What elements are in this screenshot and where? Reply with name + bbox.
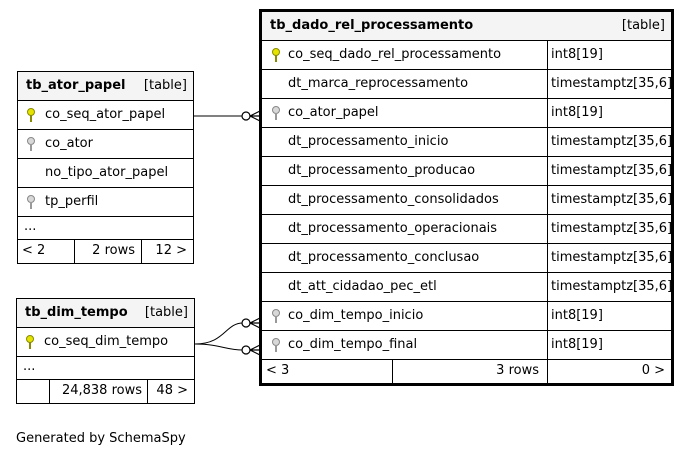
column-type: int8[19] <box>551 105 603 120</box>
foreign-key-icon <box>272 106 280 122</box>
child-count-link[interactable]: 12 > <box>155 243 187 258</box>
column-name: dt_processamento_consolidados <box>288 192 499 207</box>
column-name: co_seq_dim_tempo <box>44 334 169 349</box>
column-type: timestamptz[35,6] <box>551 250 673 265</box>
column-type: int8[19] <box>551 337 603 352</box>
column-row[interactable]: co_seq_dim_tempo <box>17 328 194 357</box>
column-row[interactable]: dt_processamento_consolidados timestamptz… <box>262 186 673 215</box>
relation-dim-tempo-inicio-crowfoot <box>249 317 261 329</box>
column-name: co_dim_tempo_final <box>288 337 418 352</box>
table-footer: < 2 2 rows 12 > <box>18 240 193 263</box>
table-tb-ator-papel[interactable]: tb_ator_papel [table] co_seq_ator_papel … <box>17 71 194 264</box>
table-footer: < 3 3 rows 0 > <box>262 360 671 383</box>
table-kind: [table] <box>621 18 665 33</box>
column-name: co_seq_dado_rel_processamento <box>288 47 502 62</box>
column-type: timestamptz[35,6] <box>551 134 673 149</box>
table-kind: [table] <box>144 305 188 320</box>
column-name: dt_processamento_inicio <box>288 134 449 149</box>
relation-ator-papel-crowfoot <box>249 110 261 122</box>
generated-by-caption: Generated by SchemaSpy <box>16 431 186 446</box>
column-name: dt_processamento_conclusao <box>288 250 480 265</box>
table-header: tb_dado_rel_processamento [table] <box>262 12 671 41</box>
primary-key-icon <box>272 48 280 64</box>
column-type: timestamptz[35,6] <box>551 76 673 91</box>
foreign-key-icon <box>27 137 35 153</box>
relation-dim-tempo-inicio-line <box>194 322 244 345</box>
child-count-link[interactable]: 48 > <box>156 383 188 398</box>
primary-key-icon <box>26 335 34 351</box>
table-footer: 24,838 rows 48 > <box>17 380 194 403</box>
column-row[interactable]: co_seq_ator_papel <box>18 101 193 130</box>
table-name[interactable]: tb_dado_rel_processamento <box>270 18 474 33</box>
column-row[interactable]: dt_processamento_conclusao timestamptz[35… <box>262 244 673 273</box>
parent-count-link[interactable]: < 2 <box>22 243 46 258</box>
column-row[interactable]: dt_marca_reprocessamento timestamptz[35,6… <box>262 70 673 99</box>
table-name[interactable]: tb_ator_papel <box>26 78 126 93</box>
foreign-key-icon <box>272 309 280 325</box>
relation-ator-papel-optional-marker <box>241 111 251 121</box>
table-tb-dim-tempo[interactable]: tb_dim_tempo [table] co_seq_dim_tempo ..… <box>16 298 195 404</box>
relation-dim-tempo-final-line <box>194 343 244 351</box>
column-row[interactable]: dt_att_cidadao_pec_etl timestamptz[35,6] <box>262 273 673 302</box>
column-name: co_dim_tempo_inicio <box>288 308 424 323</box>
column-row[interactable]: no_tipo_ator_papel <box>18 159 193 188</box>
more-columns: ... <box>18 217 193 240</box>
foreign-key-icon <box>272 338 280 354</box>
column-row[interactable]: dt_processamento_inicio timestamptz[35,6] <box>262 128 673 157</box>
table-tb-dado-rel-processamento[interactable]: tb_dado_rel_processamento [table] co_seq… <box>259 9 674 386</box>
table-header: tb_ator_papel [table] <box>18 72 193 101</box>
relation-dim-tempo-final-optional-marker <box>241 345 251 355</box>
column-row[interactable]: dt_processamento_operacionais timestamptz… <box>262 215 673 244</box>
column-row[interactable]: tp_perfil <box>18 188 193 217</box>
column-type: timestamptz[35,6] <box>551 279 673 294</box>
column-type: int8[19] <box>551 308 603 323</box>
column-row[interactable]: co_dim_tempo_final int8[19] <box>262 331 671 360</box>
column-name: co_ator <box>45 136 93 151</box>
column-name: co_ator_papel <box>288 105 379 120</box>
primary-key-icon <box>27 108 35 124</box>
table-header: tb_dim_tempo [table] <box>17 299 194 328</box>
row-count: 3 rows <box>496 363 539 378</box>
more-columns: ... <box>17 357 194 380</box>
foreign-key-icon <box>27 195 35 211</box>
column-type: timestamptz[35,6] <box>551 221 673 236</box>
column-name: co_seq_ator_papel <box>45 107 166 122</box>
relation-dim-tempo-inicio-optional-marker <box>241 318 251 328</box>
parent-count-link[interactable]: < 3 <box>266 363 290 378</box>
column-type: int8[19] <box>551 47 603 62</box>
table-kind: [table] <box>143 78 187 93</box>
column-name: dt_att_cidadao_pec_etl <box>288 279 437 294</box>
row-count: 2 rows <box>92 243 135 258</box>
column-row[interactable]: co_ator <box>18 130 193 159</box>
row-count: 24,838 rows <box>61 383 142 398</box>
child-count-link[interactable]: 0 > <box>641 363 665 378</box>
column-name: tp_perfil <box>45 194 99 209</box>
column-type: timestamptz[35,6] <box>551 192 673 207</box>
column-row[interactable]: dt_processamento_producao timestamptz[35,… <box>262 157 673 186</box>
column-row[interactable]: co_dim_tempo_inicio int8[19] <box>262 302 671 331</box>
relation-dim-tempo-final-crowfoot <box>249 344 261 356</box>
column-name: dt_processamento_operacionais <box>288 221 498 236</box>
column-name: no_tipo_ator_papel <box>45 165 169 180</box>
table-name[interactable]: tb_dim_tempo <box>25 305 128 320</box>
column-name: dt_marca_reprocessamento <box>288 76 469 91</box>
column-row[interactable]: co_seq_dado_rel_processamento int8[19] <box>262 41 671 70</box>
column-name: dt_processamento_producao <box>288 163 476 178</box>
column-row[interactable]: co_ator_papel int8[19] <box>262 99 671 128</box>
column-type: timestamptz[35,6] <box>551 163 673 178</box>
